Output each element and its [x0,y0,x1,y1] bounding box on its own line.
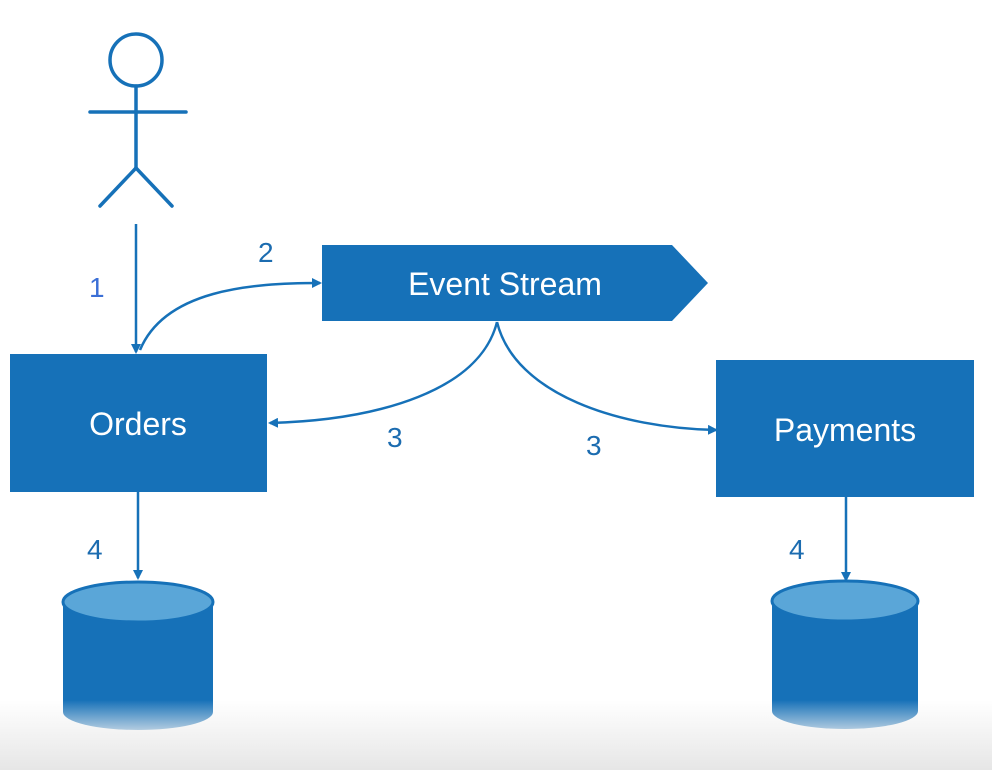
payments-database-icon [770,579,920,729]
orders-node [10,354,267,492]
arrow-stream-to-payments [495,321,718,435]
step-label-4-payments: 4 [789,534,805,565]
arrow-orders-to-stream [138,278,322,351]
arrow-stream-to-orders [268,321,499,428]
payments-label: Payments [773,412,917,448]
step-label-1: 1 [89,272,105,303]
user-actor-icon [88,32,188,208]
step-label-2: 2 [258,237,274,268]
step-label-3-orders: 3 [387,422,403,453]
orders-label: Orders [89,406,187,442]
step-label-4-orders: 4 [87,534,103,565]
payments-node [716,360,974,497]
event-stream-node [322,245,708,321]
step-label-3-payments: 3 [586,430,602,461]
event-stream-label: Event Stream [408,266,602,302]
orders-database-icon [61,580,215,730]
